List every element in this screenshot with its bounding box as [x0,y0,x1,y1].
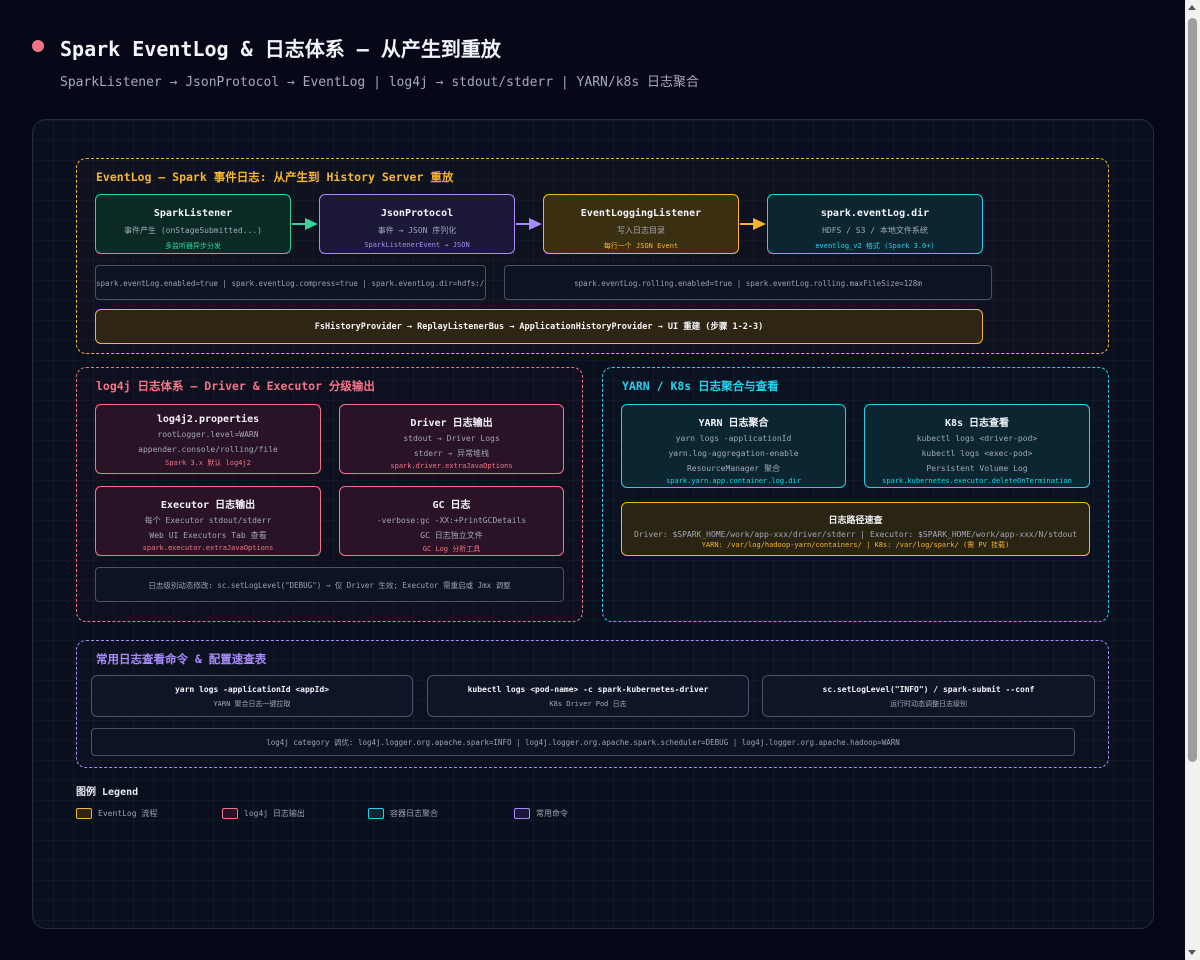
cmd-desc: 运行时动态调整日志级别 [890,700,967,708]
card-title: 日志路径速查 [828,516,883,526]
node-eventlog-dir: spark.eventLog.dir HDFS / S3 / 本地文件系统 ev… [767,194,983,254]
scroll-up-icon[interactable] [1188,5,1196,10]
card-line: rootLogger.level=WARN [157,430,259,439]
card-note: YARN: /var/log/hadoop-yarn/containers/ |… [701,541,1010,549]
card-title: Executor 日志输出 [160,500,256,511]
node-note: 多监听器异步分发 [165,242,221,250]
node-note: eventlog_v2 格式 (Spark 3.0+) [815,242,935,250]
cmd-text: sc.setLogLevel("INFO") / spark-submit --… [822,685,1035,694]
node-event-logging-listener: EventLoggingListener 写入日志目录 每行一个 JSON Ev… [543,194,739,254]
page-scrollbar[interactable] [1185,0,1200,960]
cmd-desc: YARN 聚合日志一键拉取 [213,700,291,708]
card-note: spark.yarn.app.container.log.dir [666,477,801,485]
legend-item-container: 容器日志聚合 [368,803,438,819]
cmd-yarn-logs: yarn logs -applicationId <appId> YARN 聚合… [91,675,413,717]
commands-group [76,640,1109,768]
legend-label: 容器日志聚合 [390,809,438,818]
node-note: 每行一个 JSON Event [603,242,679,250]
cmd-desc: K8s Driver Pod 日志 [549,700,627,708]
eventlog-config-1: spark.eventLog.enabled=true | spark.even… [95,265,486,300]
card-yarn-aggregation: YARN 日志聚合 yarn logs -applicationId yarn.… [621,404,846,488]
card-note: spark.driver.extraJavaOptions [390,462,513,470]
card-line: Persistent Volume Log [926,464,1028,473]
header-dot-icon [32,40,44,52]
card-line: yarn logs -applicationId [675,434,792,443]
log4j-footer-note: 日志级别动态修改: sc.setLogLevel("DEBUG") → 仅 Dr… [95,567,564,602]
card-driver-logs: Driver 日志输出 stdout → Driver Logs stderr … [339,404,564,474]
page-subtitle: SparkListener → JsonProtocol → EventLog … [60,75,699,90]
node-desc: 事件产生 (onStageSubmitted...) [124,226,262,235]
card-line: kubectl logs <driver-pod> [916,434,1038,443]
log4j-category-tuning: log4j category 调优: log4j.logger.org.apac… [91,728,1075,756]
eventlog-config-2: spark.eventLog.rolling.enabled=true | sp… [504,265,992,300]
card-title: GC 日志 [432,500,471,511]
log4j-group [76,367,583,622]
card-line: appender.console/rolling/file [138,445,278,454]
eventlog-group-title: EventLog — Spark 事件日志: 从产生到 History Serv… [96,170,454,184]
card-log4j2-properties: log4j2.properties rootLogger.level=WARN … [95,404,321,474]
card-title: YARN 日志聚合 [698,418,769,429]
card-log-paths: 日志路径速查 Driver: $SPARK_HOME/work/app-xxx/… [621,502,1090,556]
yarn-k8s-group-title: YARN / K8s 日志聚合与查看 [622,379,779,393]
node-title: EventLoggingListener [580,208,702,219]
legend-swatch [222,808,238,819]
node-desc: 写入日志目录 [617,226,665,235]
card-line: kubectl logs <exec-pod> [921,449,1033,458]
cmd-kubectl-logs: kubectl logs <pod-name> -c spark-kuberne… [427,675,749,717]
node-desc: 事件 → JSON 序列化 [377,226,457,235]
node-title: SparkListener [153,208,233,219]
arrow-head-logging-to-dir [753,218,766,230]
node-spark-listener: SparkListener 事件产生 (onStageSubmitted...)… [95,194,291,254]
card-note: Spark 3.x 默认 log4j2 [165,459,251,467]
card-line: Web UI Executors Tab 查看 [149,531,267,540]
card-line: -verbose:gc -XX:+PrintGCDetails [376,516,527,525]
card-title: K8s 日志查看 [944,418,1010,429]
card-note: spark.executor.extraJavaOptions [142,544,274,552]
node-title: JsonProtocol [380,208,454,219]
card-line: stderr → 异常堆栈 [413,449,490,458]
scroll-down-icon[interactable] [1188,950,1196,955]
legend-swatch [514,808,530,819]
card-line: yarn.log-aggregation-enable [668,449,799,458]
cmd-text: yarn logs -applicationId <appId> [174,685,330,694]
eventlog-group [76,158,1109,354]
card-note: GC Log 分析工具 [422,545,481,553]
legend-label: 常用命令 [536,809,568,818]
scrollbar-thumb[interactable] [1188,18,1197,762]
cmd-set-log-level: sc.setLogLevel("INFO") / spark-submit --… [762,675,1095,717]
node-desc: HDFS / S3 / 本地文件系统 [822,226,928,235]
arrow-head-json-to-logging [529,218,542,230]
commands-group-title: 常用日志查看命令 & 配置速查表 [96,652,267,666]
cmd-text: kubectl logs <pod-name> -c spark-kuberne… [467,685,709,694]
card-title: Driver 日志输出 [410,418,493,429]
legend-item-log4j: log4j 日志输出 [222,803,305,819]
page-title: Spark EventLog & 日志体系 — 从产生到重放 [60,37,501,61]
node-note: SparkListenerEvent → JSON [364,241,470,249]
node-json-protocol: JsonProtocol 事件 → JSON 序列化 SparkListener… [319,194,515,254]
legend-label: log4j 日志输出 [244,809,305,818]
card-line: Driver: $SPARK_HOME/work/app-xxx/driver/… [633,530,1078,539]
legend-item-commands: 常用命令 [514,803,568,819]
card-line: 每个 Executor stdout/stderr [144,516,272,525]
card-note: spark.kubernetes.executor.deleteOnTermin… [882,477,1072,485]
arrow-head-listener-to-json [305,218,318,230]
legend-swatch [76,808,92,819]
legend-swatch [368,808,384,819]
legend-label: EventLog 流程 [98,809,158,818]
card-line: GC 日志独立文件 [420,531,483,540]
card-line: stdout → Driver Logs [403,434,500,443]
card-title: log4j2.properties [156,414,260,425]
yarn-k8s-group [602,367,1109,622]
legend-title: 图例 Legend [76,787,139,798]
card-gc-logs: GC 日志 -verbose:gc -XX:+PrintGCDetails GC… [339,486,564,556]
card-k8s-logs: K8s 日志查看 kubectl logs <driver-pod> kubec… [864,404,1090,488]
legend-item-eventlog: EventLog 流程 [76,803,157,819]
log4j-group-title: log4j 日志体系 — Driver & Executor 分级输出 [96,379,375,393]
card-line: ResourceManager 聚合 [686,464,781,473]
eventlog-replay-bar: FsHistoryProvider → ReplayListenerBus → … [95,309,983,344]
card-executor-logs: Executor 日志输出 每个 Executor stdout/stderr … [95,486,321,556]
node-title: spark.eventLog.dir [820,208,930,219]
